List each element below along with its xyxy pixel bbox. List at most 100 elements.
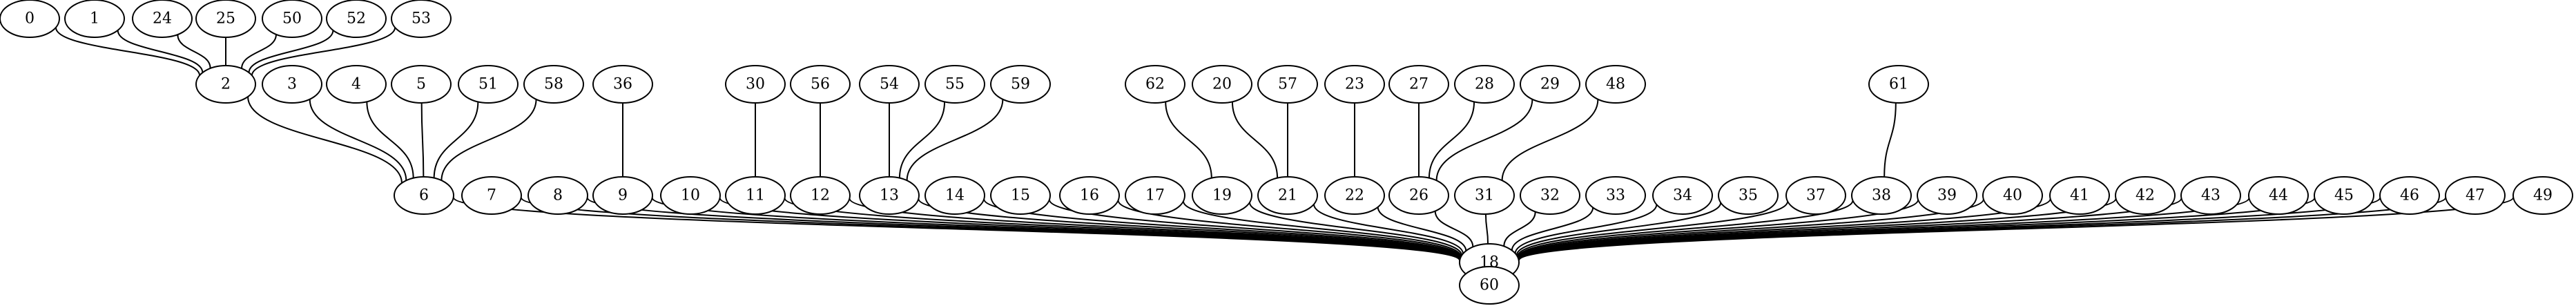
edge-51-6: [433, 102, 479, 178]
node-60: 60: [1459, 266, 1520, 305]
node-10-label: 10: [681, 187, 700, 204]
node-52-shape: [326, 0, 387, 38]
node-22-shape: [1324, 176, 1385, 215]
node-30-label: 30: [746, 76, 765, 93]
node-34: 34: [1652, 176, 1713, 215]
node-15-shape: [990, 176, 1051, 215]
edge-37-18: [1516, 201, 1789, 257]
node-20-label: 20: [1212, 76, 1232, 93]
node-48-label: 48: [1606, 76, 1625, 93]
node-15-label: 15: [1011, 187, 1030, 204]
node-32-label: 32: [1540, 187, 1560, 204]
node-59-label: 59: [1011, 76, 1030, 93]
node-38-label: 38: [1872, 187, 1891, 204]
node-26: 26: [1388, 176, 1449, 215]
edge-5-6: [420, 102, 425, 178]
edge-59-13: [906, 99, 1004, 181]
node-52: 52: [326, 0, 387, 38]
node-14-label: 14: [945, 187, 965, 204]
node-59-shape: [990, 65, 1051, 104]
node-4-shape: [326, 65, 387, 104]
node-27-shape: [1388, 65, 1449, 104]
node-22-label: 22: [1345, 187, 1364, 204]
node-12-label: 12: [811, 187, 830, 204]
node-58: 58: [523, 65, 584, 104]
node-23-label: 23: [1345, 76, 1364, 93]
node-1: 1: [64, 0, 125, 38]
node-13: 13: [859, 176, 920, 215]
node-53: 53: [391, 0, 452, 38]
node-35-shape: [1718, 176, 1779, 215]
node-5-label: 5: [416, 76, 426, 93]
edge-33-18: [1511, 207, 1594, 251]
node-56-label: 56: [811, 76, 830, 93]
node-24-label: 24: [153, 10, 172, 28]
node-14: 14: [924, 176, 985, 215]
node-23: 23: [1324, 65, 1385, 104]
edge-61-38: [1883, 102, 1897, 178]
node-1-shape: [64, 0, 125, 38]
node-44-shape: [2248, 176, 2309, 215]
node-42: 42: [2115, 176, 2176, 215]
node-35: 35: [1718, 176, 1779, 215]
node-60-shape: [1459, 266, 1520, 305]
node-59: 59: [990, 65, 1051, 104]
node-45-shape: [2314, 176, 2374, 215]
node-19: 19: [1192, 176, 1252, 215]
node-9-shape: [592, 176, 653, 215]
node-13-shape: [859, 176, 920, 215]
node-43-shape: [2180, 176, 2241, 215]
node-8-shape: [527, 176, 588, 215]
edge-32-18: [1503, 211, 1536, 247]
node-12: 12: [790, 176, 851, 215]
node-29-shape: [1520, 65, 1580, 104]
node-29-label: 29: [1540, 76, 1560, 93]
node-54-shape: [859, 65, 920, 104]
node-33-shape: [1585, 176, 1646, 215]
edge-34-18: [1514, 204, 1658, 254]
edge-22-18: [1377, 207, 1467, 251]
node-45: 45: [2314, 176, 2374, 215]
node-56: 56: [790, 65, 851, 104]
node-60-label: 60: [1480, 277, 1499, 294]
node-20-shape: [1192, 65, 1252, 104]
node-50-label: 50: [282, 10, 302, 28]
node-30: 30: [725, 65, 786, 104]
node-5: 5: [391, 65, 452, 104]
node-16-shape: [1059, 176, 1120, 215]
node-32: 32: [1520, 176, 1580, 215]
node-42-shape: [2115, 176, 2176, 215]
node-31-label: 31: [1475, 187, 1494, 204]
edge-3-6: [309, 99, 407, 181]
node-39-label: 39: [1937, 187, 1957, 204]
node-23-shape: [1324, 65, 1385, 104]
node-4-label: 4: [351, 76, 361, 93]
node-32-shape: [1520, 176, 1580, 215]
node-53-label: 53: [411, 10, 431, 28]
node-11-label: 11: [746, 187, 765, 204]
edge-20-21: [1231, 102, 1279, 178]
node-9-label: 9: [618, 187, 628, 204]
node-25: 25: [195, 0, 256, 38]
node-49-label: 49: [2533, 187, 2553, 204]
node-16-label: 16: [1080, 187, 1099, 204]
node-24-shape: [132, 0, 193, 38]
node-47: 47: [2445, 176, 2506, 215]
edge-53-2: [251, 27, 396, 76]
edge-31-18: [1484, 213, 1489, 245]
node-2-shape: [195, 65, 256, 104]
node-28-shape: [1454, 65, 1515, 104]
node-41-shape: [2049, 176, 2110, 215]
node-49: 49: [2512, 176, 2573, 215]
node-3: 3: [262, 65, 322, 104]
node-62-shape: [1125, 65, 1185, 104]
node-37-label: 37: [1806, 187, 1826, 204]
edge-52-2: [248, 30, 334, 73]
node-17-shape: [1125, 176, 1185, 215]
node-28: 28: [1454, 65, 1515, 104]
node-27: 27: [1388, 65, 1449, 104]
node-61: 61: [1868, 65, 1929, 104]
node-0: 0: [0, 0, 60, 38]
node-2: 2: [195, 65, 256, 104]
